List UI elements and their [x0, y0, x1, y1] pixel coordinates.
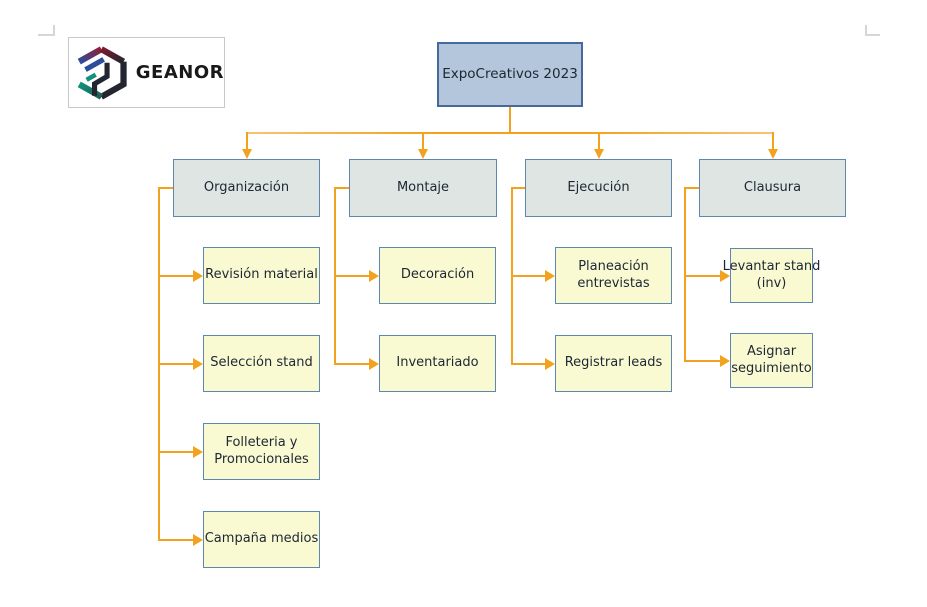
arrow-down-clausura-icon — [768, 149, 778, 159]
connector-root-stem — [509, 107, 511, 134]
node-organizacion[interactable]: Organización — [173, 159, 320, 217]
connector-clausura-row1 — [684, 275, 720, 277]
connector-clausura-exit — [684, 187, 699, 189]
node-campana-medios-label: Campaña medios — [204, 531, 319, 547]
connector-organizacion-row3 — [158, 451, 193, 453]
node-seleccion-stand-label: Selección stand — [210, 355, 313, 371]
node-inventariado[interactable]: Inventariado — [379, 335, 496, 392]
arrow-right-revision-material-icon — [193, 270, 203, 282]
arrow-right-asignar-seguimiento-icon — [720, 355, 730, 367]
arrow-down-montaje-icon — [418, 149, 428, 159]
node-asignar-seguimiento[interactable]: Asignar seguimiento — [730, 333, 813, 388]
node-clausura-label: Clausura — [743, 179, 802, 195]
node-montaje[interactable]: Montaje — [349, 159, 497, 217]
arrow-right-inventariado-icon — [369, 358, 379, 370]
connector-organizacion-exit — [158, 187, 173, 189]
arrow-right-decoracion-icon — [369, 270, 379, 282]
arrow-right-folleteria-icon — [193, 446, 203, 458]
connector-stem-organizacion — [246, 132, 248, 149]
connector-organizacion-row2 — [158, 363, 193, 365]
connector-ejecucion-row1 — [511, 275, 545, 277]
connector-ejecucion-exit — [511, 187, 525, 189]
page-margin-mark-top-right-h — [865, 34, 880, 36]
node-root-label: ExpoCreativos 2023 — [442, 66, 578, 83]
arrow-right-levantar-stand-icon — [720, 270, 730, 282]
arrow-right-campana-medios-icon — [193, 534, 203, 546]
node-decoracion[interactable]: Decoración — [379, 247, 496, 304]
node-ejecucion[interactable]: Ejecución — [525, 159, 672, 217]
connector-montaje-row2 — [334, 363, 369, 365]
connector-organizacion-row1 — [158, 275, 193, 277]
node-planeacion-entrevistas-label: Planeación entrevistas — [577, 259, 650, 291]
node-revision-material[interactable]: Revisión material — [203, 247, 320, 304]
node-registrar-leads-label: Registrar leads — [564, 355, 663, 371]
node-clausura[interactable]: Clausura — [699, 159, 846, 217]
node-planeacion-entrevistas[interactable]: Planeación entrevistas — [555, 247, 672, 304]
logo-text: GEANOR — [135, 62, 224, 83]
geanor-cube-icon — [76, 45, 127, 100]
arrow-down-organizacion-icon — [242, 149, 252, 159]
arrow-right-seleccion-stand-icon — [193, 358, 203, 370]
connector-montaje-row1 — [334, 275, 369, 277]
node-montaje-label: Montaje — [396, 179, 450, 195]
node-folleteria-promocionales[interactable]: Folleteria y Promocionales — [203, 423, 320, 480]
node-root[interactable]: ExpoCreativos 2023 — [437, 42, 583, 107]
node-campana-medios[interactable]: Campaña medios — [203, 511, 320, 568]
page-margin-mark-top-left-h — [38, 34, 54, 36]
node-seleccion-stand[interactable]: Selección stand — [203, 335, 320, 392]
node-levantar-stand[interactable]: Levantar stand (inv) — [723, 248, 820, 303]
node-revision-material-label: Revisión material — [205, 267, 318, 283]
node-inventariado-label: Inventariado — [396, 355, 479, 371]
connector-stem-ejecucion — [598, 132, 600, 149]
connector-montaje-exit — [334, 187, 349, 189]
arrow-down-ejecucion-icon — [594, 149, 604, 159]
node-registrar-leads[interactable]: Registrar leads — [555, 335, 672, 392]
page-margin-mark-top-left-v — [53, 25, 55, 36]
node-asignar-seguimiento-label: Asignar seguimiento — [731, 344, 812, 376]
connector-clausura-rail — [684, 187, 686, 362]
company-logo[interactable]: GEANOR — [68, 37, 225, 108]
connector-stem-montaje — [422, 132, 424, 149]
connector-root-spine — [246, 132, 774, 134]
page-margin-mark-top-right-v — [865, 25, 867, 36]
connector-ejecucion-row2 — [511, 363, 545, 365]
arrow-right-planeacion-icon — [545, 270, 555, 282]
node-levantar-stand-label: Levantar stand (inv) — [722, 259, 821, 291]
node-ejecucion-label: Ejecución — [567, 179, 630, 195]
node-folleteria-promocionales-label: Folleteria y Promocionales — [214, 435, 309, 467]
connector-clausura-row2 — [684, 360, 720, 362]
connector-organizacion-row4 — [158, 539, 193, 541]
node-organizacion-label: Organización — [203, 179, 290, 195]
node-decoracion-label: Decoración — [400, 267, 475, 283]
arrow-right-registrar-leads-icon — [545, 358, 555, 370]
connector-stem-clausura — [772, 132, 774, 149]
